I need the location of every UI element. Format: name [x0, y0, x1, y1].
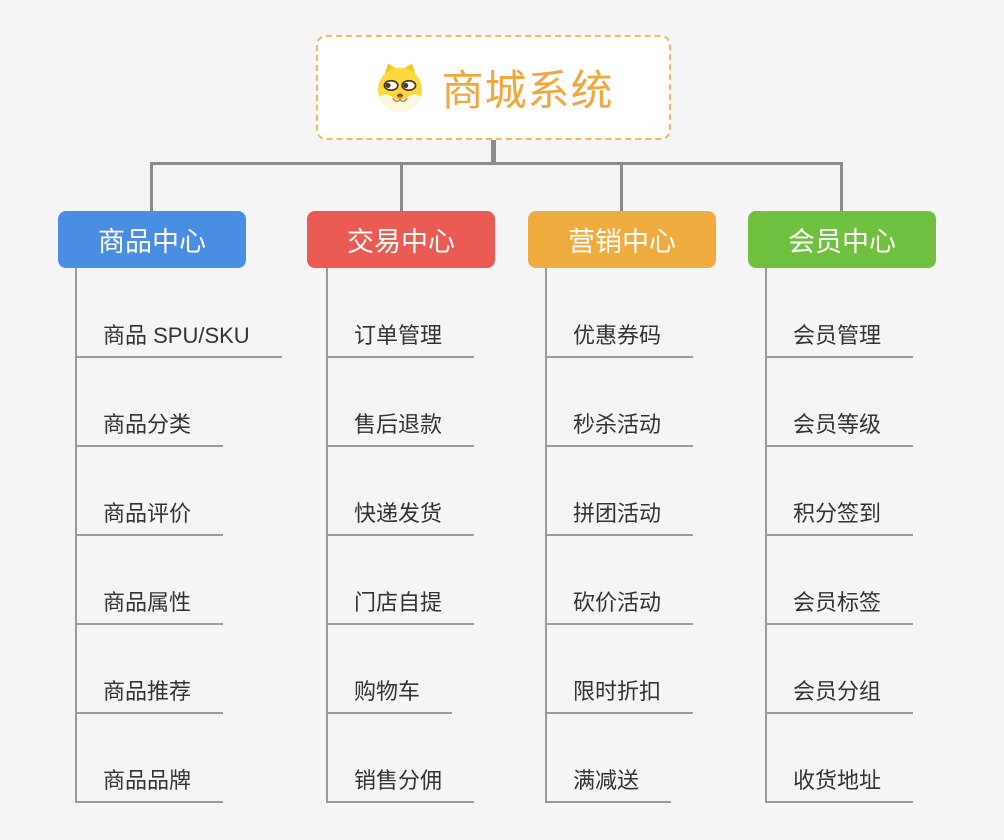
connector-branch-drop	[840, 162, 843, 211]
leaf-member-management[interactable]: 会员管理	[765, 320, 914, 358]
branch-marketing-center[interactable]: 营销中心	[528, 211, 716, 268]
leaf-product-attribute[interactable]: 商品属性	[75, 587, 224, 625]
shiba-dog-icon	[378, 63, 423, 112]
root-title: 商城系统	[441, 67, 614, 114]
connector-bus	[150, 162, 843, 165]
leaf-product-brand[interactable]: 商品品牌	[75, 765, 224, 803]
branch-trade-center[interactable]: 交易中心	[307, 211, 495, 268]
branch-member-center[interactable]: 会员中心	[748, 211, 936, 268]
leaf-store-pickup[interactable]: 门店自提	[326, 587, 475, 625]
leaf-product-review[interactable]: 商品评价	[75, 498, 224, 536]
leaf-aftersale-refund[interactable]: 售后退款	[326, 409, 475, 447]
connector-branch-drop	[620, 162, 623, 211]
leaf-time-discount[interactable]: 限时折扣	[545, 676, 694, 714]
leaf-full-reduction[interactable]: 满减送	[545, 765, 672, 803]
leaf-express-delivery[interactable]: 快递发货	[326, 498, 475, 536]
branch-product-center[interactable]: 商品中心	[58, 211, 246, 268]
connector-root-drop	[491, 139, 496, 165]
connector-branch-drop	[400, 162, 403, 211]
leaf-product-category[interactable]: 商品分类	[75, 409, 224, 447]
leaf-member-tag[interactable]: 会员标签	[765, 587, 914, 625]
leaf-points-checkin[interactable]: 积分签到	[765, 498, 914, 536]
leaf-sales-commission[interactable]: 销售分佣	[326, 765, 475, 803]
leaf-shopping-cart[interactable]: 购物车	[326, 676, 453, 714]
root-node[interactable]: 商城系统	[316, 35, 671, 140]
leaf-member-group[interactable]: 会员分组	[765, 676, 914, 714]
leaf-order-management[interactable]: 订单管理	[326, 320, 475, 358]
leaf-group-buy[interactable]: 拼团活动	[545, 498, 694, 536]
leaf-shipping-address[interactable]: 收货地址	[765, 765, 914, 803]
leaf-bargain-activity[interactable]: 砍价活动	[545, 587, 694, 625]
leaf-product-recommend[interactable]: 商品推荐	[75, 676, 224, 714]
connector-branch-drop	[150, 162, 153, 211]
leaf-product-spu-sku[interactable]: 商品 SPU/SKU	[75, 320, 282, 358]
leaf-flash-sale[interactable]: 秒杀活动	[545, 409, 694, 447]
leaf-coupon-code[interactable]: 优惠券码	[545, 320, 694, 358]
leaf-member-level[interactable]: 会员等级	[765, 409, 914, 447]
